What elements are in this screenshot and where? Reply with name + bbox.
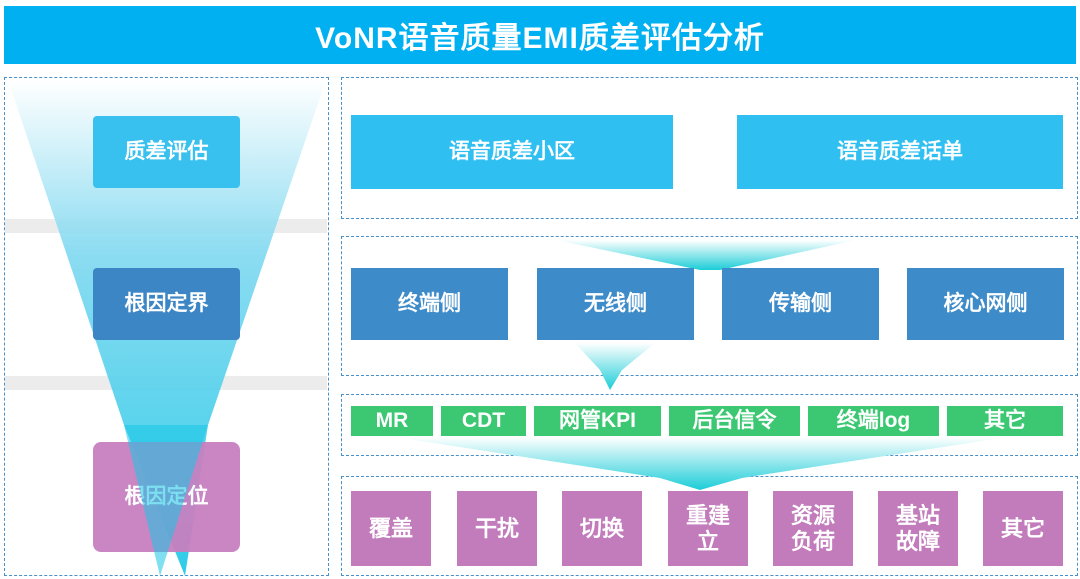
cause-label: 基站故障	[896, 503, 941, 554]
source-cdt: CDT	[441, 406, 526, 436]
source-signaling: 后台信令	[669, 406, 800, 436]
cause-label: 资源负荷	[791, 503, 836, 554]
cause-label: 覆盖	[368, 515, 413, 541]
stage-delimitation: 根因定界	[93, 268, 240, 340]
page-title: VoNR语音质量EMI质差评估分析	[4, 6, 1076, 64]
source-label: CDT	[461, 408, 506, 432]
cause-other: 其它	[983, 491, 1063, 566]
source-label: MR	[375, 408, 409, 432]
domain-label: 终端侧	[398, 291, 461, 315]
stage-label: 质差评估	[124, 139, 209, 163]
source-label: 网管KPI	[558, 408, 636, 432]
cause-label: 干扰	[474, 515, 519, 541]
eval-item-poor-calls: 语音质差话单	[737, 115, 1063, 189]
cause-resource-load: 资源负荷	[773, 491, 853, 566]
cause-label: 其它	[1000, 515, 1045, 541]
cause-reestablishment: 重建立	[668, 491, 748, 566]
source-oss-kpi: 网管KPI	[534, 406, 661, 436]
eval-label: 语音质差小区	[449, 139, 575, 163]
cause-interference: 干扰	[457, 491, 537, 566]
eval-item-poor-cells: 语音质差小区	[351, 115, 673, 189]
eval-label: 语音质差话单	[837, 139, 963, 163]
stage-evaluation: 质差评估	[93, 116, 240, 188]
domain-wireless: 无线侧	[537, 268, 694, 340]
source-other: 其它	[947, 406, 1063, 436]
cause-site-fault: 基站故障	[878, 491, 958, 566]
source-label: 终端log	[836, 408, 911, 432]
stage-label: 根因定界	[124, 291, 209, 315]
source-label: 其它	[984, 408, 1026, 432]
domain-terminal: 终端侧	[351, 268, 508, 340]
source-label: 后台信令	[692, 408, 777, 432]
cause-coverage: 覆盖	[351, 491, 431, 566]
domain-core-network: 核心网侧	[907, 268, 1064, 340]
domain-label: 无线侧	[584, 291, 647, 315]
cause-handover: 切换	[562, 491, 642, 566]
domain-label: 核心网侧	[943, 291, 1028, 315]
source-mr: MR	[351, 406, 433, 436]
domain-transport: 传输侧	[722, 268, 879, 340]
cause-label: 重建立	[685, 503, 730, 554]
source-terminal-log: 终端log	[808, 406, 939, 436]
domain-label: 传输侧	[769, 291, 832, 315]
cause-label: 切换	[579, 515, 624, 541]
